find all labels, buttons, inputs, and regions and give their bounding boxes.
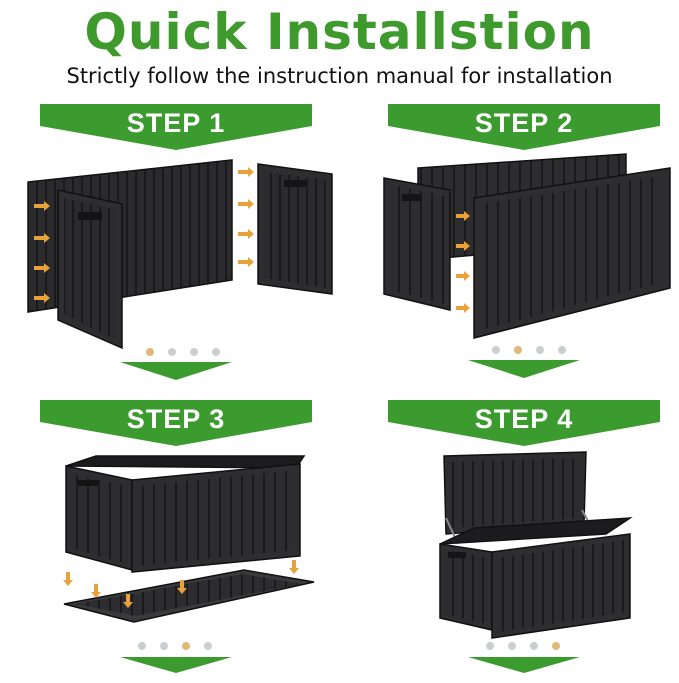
- step-2-banner: STEP 2: [388, 104, 660, 150]
- step-2-label: STEP 2: [474, 108, 574, 138]
- step-2-dots: [492, 346, 566, 354]
- step-4-label: STEP 4: [474, 404, 574, 434]
- step-2-dot-3: [536, 346, 544, 354]
- step-3-dot-4: [204, 642, 212, 650]
- step-1-dot-3: [190, 348, 198, 356]
- page-title: Quick Installstion: [84, 3, 595, 61]
- step-4-dot-1: [486, 642, 494, 650]
- step-1-panels-image: [27, 159, 333, 350]
- step-3-down-arrow: [120, 657, 232, 673]
- step-4-banner-shape: [388, 400, 660, 446]
- step-2-banner-shape: [388, 104, 660, 150]
- step-2-down-arrow: [468, 360, 580, 378]
- step-1-label: STEP 1: [126, 108, 226, 138]
- step-2-dot-4: [558, 346, 566, 354]
- step-4-finished-box-image: [439, 451, 633, 639]
- step-1-down-arrow: [120, 362, 232, 380]
- step-3-label: STEP 3: [126, 404, 226, 434]
- step-1-dot-1: [146, 348, 154, 356]
- step-1-banner: STEP 1: [40, 104, 312, 150]
- step-4-dots: [486, 642, 560, 650]
- step-4-dot-2: [508, 642, 516, 650]
- page-subtitle: Strictly follow the instruction manual f…: [66, 64, 613, 88]
- step-3-dots: [138, 642, 212, 650]
- step-1-banner-shape: [40, 104, 312, 150]
- step-2-dot-2: [514, 346, 522, 354]
- step-1-dot-4: [212, 348, 220, 356]
- step-4-illustration: [434, 448, 634, 644]
- step-3-dot-3: [182, 642, 190, 650]
- step-1-dots: [146, 348, 220, 356]
- step-2-walls-image: [383, 153, 671, 339]
- step-3-dot-2: [160, 642, 168, 650]
- step-4-dot-3: [530, 642, 538, 650]
- step-4-dot-4: [552, 642, 560, 650]
- step-2-dot-1: [492, 346, 500, 354]
- step-4-down-arrow: [468, 657, 580, 673]
- step-3-box-base-image: [63, 455, 315, 623]
- step-4-banner: STEP 4: [388, 400, 660, 446]
- step-1-dot-2: [168, 348, 176, 356]
- step-3-banner-shape: [40, 400, 312, 446]
- step-3-illustration: [56, 452, 326, 648]
- step-1-illustration: [20, 152, 340, 352]
- step-2-illustration: [378, 150, 674, 342]
- step-3-banner: STEP 3: [40, 400, 312, 446]
- step-3-dot-1: [138, 642, 146, 650]
